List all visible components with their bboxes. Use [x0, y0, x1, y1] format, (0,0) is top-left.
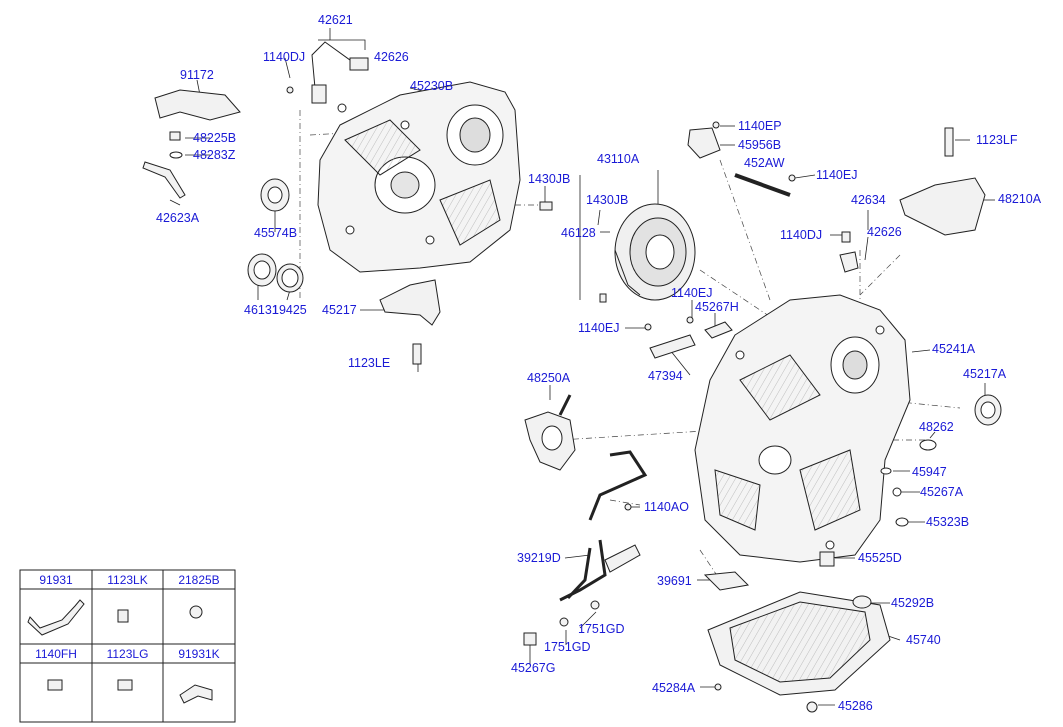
- part-label-45241a: 45241A: [932, 342, 976, 356]
- part-label-47394: 47394: [648, 369, 683, 383]
- part-label-1751gd-2: 1751GD: [544, 640, 591, 654]
- part-label-48250a: 48250A: [527, 371, 571, 385]
- part-label-45956b: 45956B: [738, 138, 782, 152]
- part-label-1140dj-2: 1140DJ: [780, 228, 823, 242]
- part-label-45267a: 45267A: [920, 485, 964, 499]
- part-label-1140ao: 1140AO: [644, 500, 689, 514]
- part-label-42623a: 42623A: [156, 211, 200, 225]
- transaxle-case-45230b: [317, 81, 521, 273]
- bolt-1140fh-icon: [47, 679, 63, 691]
- part-label-1140dj: 1140DJ: [263, 50, 306, 64]
- part-label-42626: 42626: [374, 50, 409, 64]
- legend-grid: [19, 569, 236, 723]
- bolt-1123lk-icon: [117, 609, 129, 623]
- part-label-1123le: 1123LE: [348, 356, 391, 370]
- part-label-45217a: 45217A: [963, 367, 1007, 381]
- small-parts: [142, 41, 1002, 713]
- legend-label-1123lg: 1123LG: [106, 647, 149, 661]
- legend-label-91931k: 91931K: [178, 647, 220, 661]
- part-label-45292b: 45292B: [891, 596, 935, 610]
- nut-21825b-icon: [189, 605, 203, 619]
- part-label-48283z: 48283Z: [193, 148, 236, 162]
- part-label-39219d: 39219D: [517, 551, 561, 565]
- part-label-45323b: 45323B: [926, 515, 970, 529]
- bolt-1123lg-icon: [117, 679, 133, 691]
- legend-label-91931: 91931: [39, 573, 73, 587]
- legend-label-1140fh: 1140FH: [35, 647, 77, 661]
- transaxle-case-45241a: [694, 294, 911, 563]
- part-label-1140ep: 1140EP: [738, 119, 782, 133]
- part-label-45217: 45217: [322, 303, 357, 317]
- part-label-43110a: 43110A: [597, 152, 640, 166]
- part-label-1123lf: 1123LF: [976, 133, 1018, 147]
- part-label-48262: 48262: [919, 420, 954, 434]
- part-label-45286: 45286: [838, 699, 873, 713]
- part-label-42634: 42634: [851, 193, 886, 207]
- part-label-45230b: 45230B: [410, 79, 454, 93]
- part-label-45740: 45740: [906, 633, 941, 647]
- legend-label-21825b: 21825B: [178, 573, 220, 587]
- part-label-45947: 45947: [912, 465, 947, 479]
- oil-pan-45740: [707, 591, 891, 696]
- part-label-91172: 91172: [180, 68, 214, 82]
- part-label-48210a: 48210A: [998, 192, 1042, 206]
- part-label-1140ej: 1140EJ: [816, 168, 858, 182]
- part-label-45574b: 45574B: [254, 226, 298, 240]
- bracket-91931k-icon: [179, 684, 213, 704]
- part-label-1140ej-2: 1140EJ: [671, 286, 713, 300]
- legend-parts: [27, 599, 213, 704]
- part-label-48225b: 48225B: [193, 131, 237, 145]
- bracket-91931-icon: [27, 599, 85, 636]
- dashed-guides: [299, 110, 961, 581]
- part-label-452aw: 452AW: [744, 156, 785, 170]
- oil-pump-43110a: [614, 203, 696, 301]
- part-label-45284a: 45284A: [652, 681, 696, 695]
- part-label-46131: 46131: [244, 303, 279, 317]
- part-label-45525d: 45525D: [858, 551, 902, 565]
- part-label-42621: 42621: [318, 13, 353, 27]
- part-label-1140ej-3: 1140EJ: [578, 321, 620, 335]
- legend-label-1123lk: 1123LK: [107, 573, 148, 587]
- part-label-45267h: 45267H: [695, 300, 739, 314]
- part-label-1430jb: 1430JB: [528, 172, 571, 186]
- part-label-39691: 39691: [657, 574, 692, 588]
- part-label-19425: 19425: [272, 303, 307, 317]
- part-label-42626-2: 42626: [867, 225, 902, 239]
- part-label-1430jb-2: 1430JB: [586, 193, 629, 207]
- part-label-45267g: 45267G: [511, 661, 556, 675]
- part-label-46128: 46128: [561, 226, 596, 240]
- part-label-1751gd: 1751GD: [578, 622, 625, 636]
